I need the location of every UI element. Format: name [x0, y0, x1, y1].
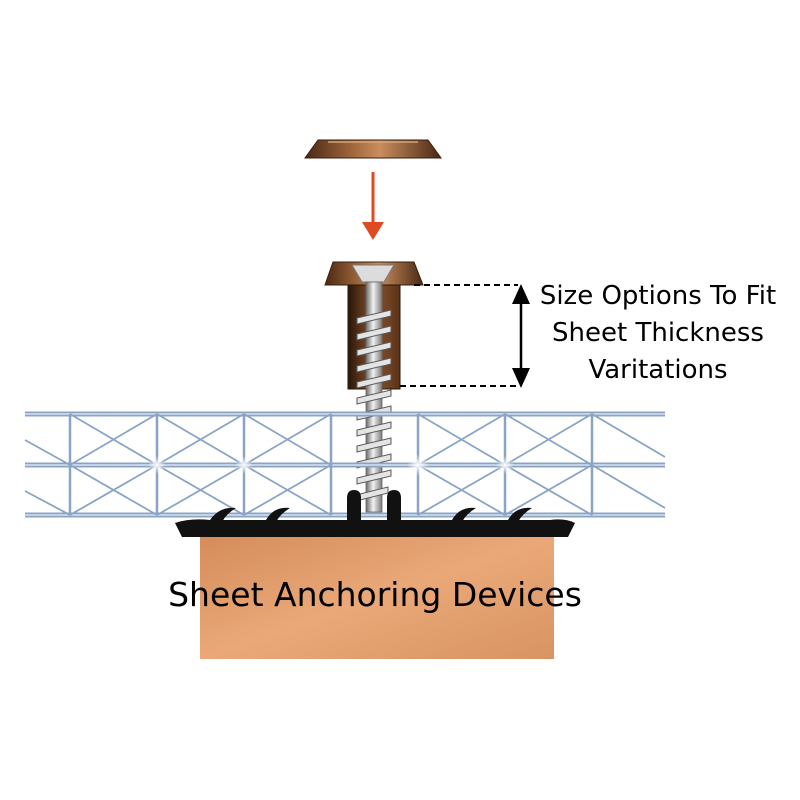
washer-sleeve-icon: [324, 261, 424, 390]
dimension-indicator: [400, 284, 530, 388]
screw-icon: [356, 281, 392, 513]
size-options-line-3: Varitations: [588, 355, 728, 385]
cap-icon: [304, 139, 442, 159]
up-arrowhead-icon: [512, 284, 530, 304]
gasket-seal: [175, 490, 575, 537]
wood-base: [200, 535, 554, 659]
size-options-label: Size Options To Fit Sheet Thickness Vari…: [538, 278, 778, 389]
size-options-line-2: Sheet Thickness: [552, 318, 764, 348]
sheet-anchoring-devices-label: Sheet Anchoring Devices: [168, 575, 582, 614]
down-arrow-icon: [362, 172, 384, 240]
down-arrowhead-icon: [512, 368, 530, 388]
polycarbonate-sheet: [24, 411, 666, 518]
size-options-line-1: Size Options To Fit: [539, 281, 777, 311]
